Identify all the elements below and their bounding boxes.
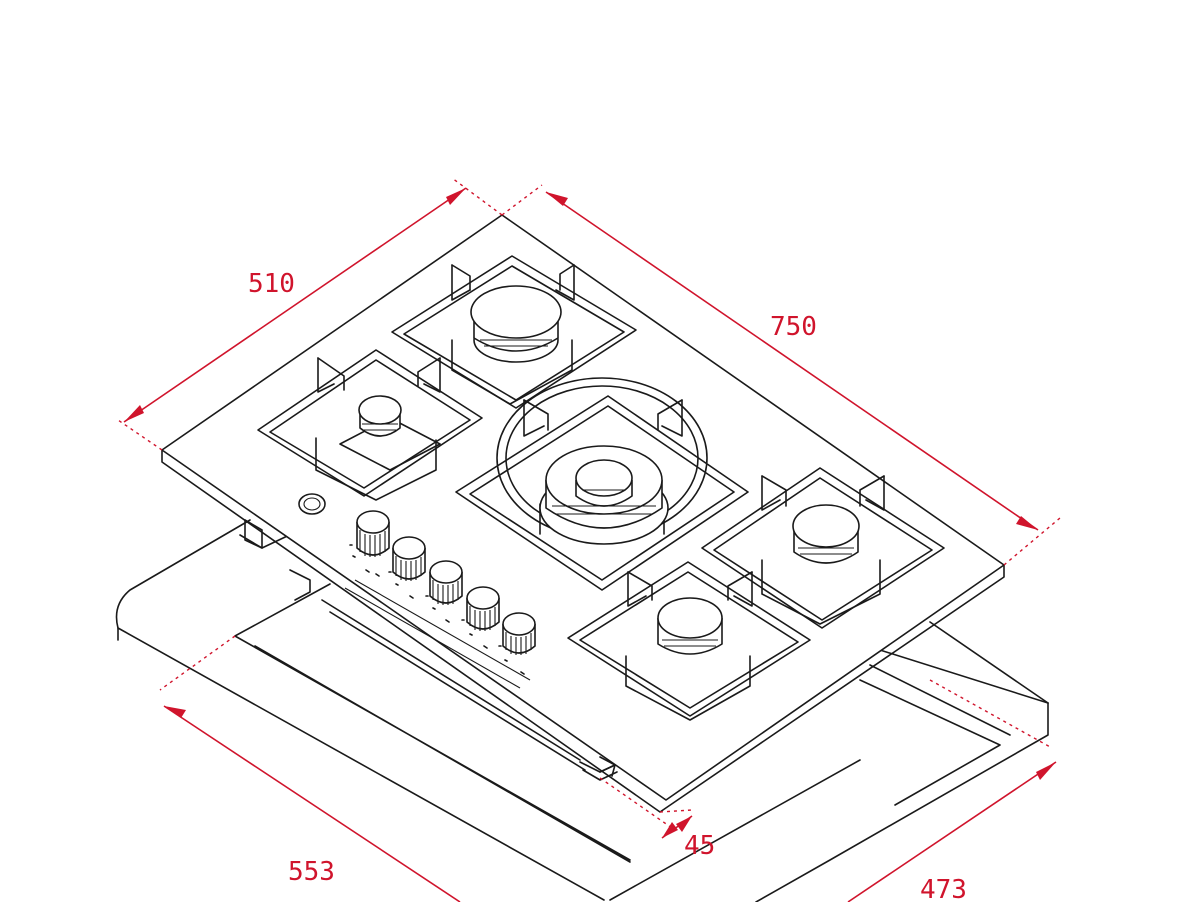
burner-front-right: [567, 561, 811, 721]
control-knob-4[interactable]: [466, 586, 500, 631]
dimension-label-473: 473: [920, 875, 967, 902]
dimension-45: 45: [599, 777, 715, 861]
ignition-button[interactable]: [298, 493, 326, 515]
dimension-750: 750: [501, 184, 1061, 566]
burner-center-wok: [455, 377, 749, 591]
dimension-label-510: 510: [248, 269, 295, 299]
countertop: [115, 519, 1049, 903]
burner-rear-right: [701, 467, 945, 629]
knob-markings: [349, 544, 525, 675]
burner-rear-left: [391, 255, 637, 409]
dimension-473: 473: [847, 679, 1057, 905]
dimension-label-750: 750: [770, 312, 817, 342]
dimension-label-45: 45: [684, 831, 715, 861]
control-knob-1[interactable]: [356, 510, 390, 557]
dimension-553: 553: [159, 635, 461, 903]
burner-front-left: [257, 349, 483, 501]
control-knob-2[interactable]: [392, 536, 426, 581]
dimension-label-553: 553: [288, 857, 335, 887]
dimension-510: 510: [117, 177, 503, 451]
control-knob-5[interactable]: [502, 612, 536, 655]
control-panel: [298, 493, 536, 689]
control-knob-3[interactable]: [429, 560, 463, 605]
